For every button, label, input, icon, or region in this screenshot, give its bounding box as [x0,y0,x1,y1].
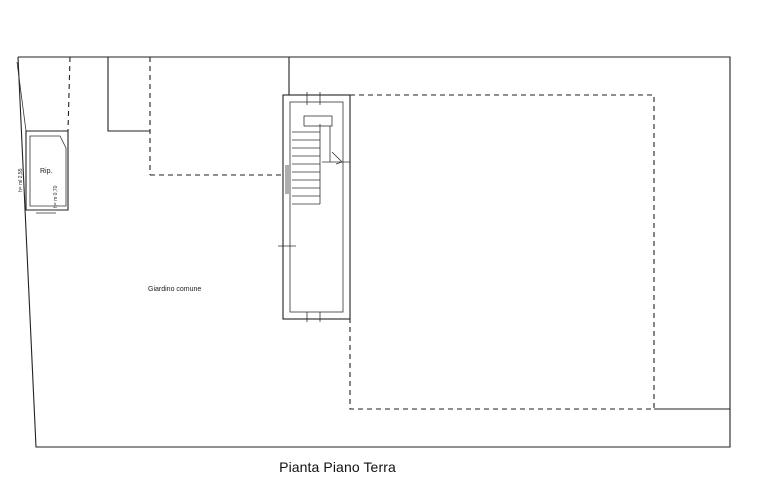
height-label-right: h= m 0,70 [53,185,59,208]
garden-label: Giardino comune [148,286,202,293]
top-left-dashed [67,56,71,132]
upper-floor-outline [349,94,655,410]
height-label-left: h= ml 2,55 [18,168,24,193]
upper-wall-left [107,57,150,132]
plot-boundary [17,56,731,448]
building-core [278,92,351,322]
plan-title: Pianta Piano Terra [279,459,396,475]
storage-label: Rip. [40,168,53,175]
storage-room [16,61,69,214]
